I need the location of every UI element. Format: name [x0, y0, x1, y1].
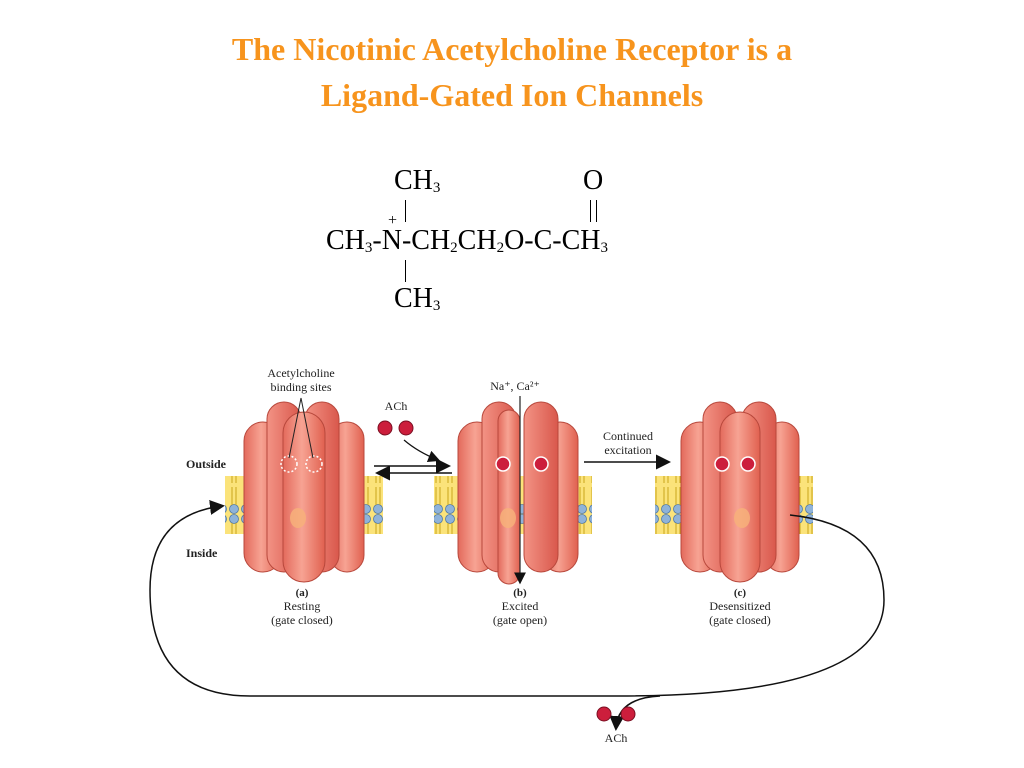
binding-site-pointer-2	[300, 397, 314, 459]
state-c-name: Desensitized	[709, 599, 770, 613]
continued-label-2: excitation	[604, 443, 651, 457]
formula-segment: CH	[457, 225, 497, 256]
ach-label-top: ACh	[385, 399, 408, 413]
receptor-resting	[243, 401, 365, 583]
ach-molecules-top	[377, 420, 414, 436]
state-a-name: Resting	[284, 599, 321, 613]
acetylcholine-formula: CH3 O + CH3-N-CH2CH2O-C-CH3 CH3	[0, 160, 1024, 320]
formula-top-methyl: CH3	[394, 165, 441, 197]
formula-subscript: 3	[364, 240, 373, 256]
formula-main-chain: CH3-N-CH2CH2O-C-CH3	[326, 226, 608, 263]
state-b-letter: (b)	[513, 587, 527, 599]
formula-bottom-methyl: CH3	[394, 283, 441, 315]
formula-segment: -N-CH	[372, 225, 451, 256]
formula-subscript: 2	[496, 240, 505, 256]
ach-molecules-bottom	[596, 706, 636, 722]
slide-title: The Nicotinic Acetylcholine Receptor is …	[0, 26, 1024, 118]
state-b-gate: (gate open)	[493, 613, 547, 627]
state-b-name: Excited	[502, 599, 539, 613]
inside-label: Inside	[186, 546, 218, 560]
continued-label-1: Continued	[603, 429, 653, 443]
formula-bond-top	[405, 200, 406, 222]
formula-carbonyl-oxygen: O	[583, 165, 604, 196]
binding-sites-label-1: Acetylcholine	[267, 366, 334, 380]
state-a-gate: (gate closed)	[271, 613, 333, 627]
formula-subscript: 2	[450, 240, 458, 256]
outside-label: Outside	[186, 457, 227, 471]
title-line-2: Ligand-Gated Ion Channels	[320, 77, 704, 113]
formula-subscript: 3	[600, 240, 609, 256]
ach-label-bottom: ACh	[605, 731, 628, 745]
formula-double-bond-b	[596, 200, 597, 222]
state-c-gate: (gate closed)	[709, 613, 771, 627]
state-a-letter: (a)	[296, 587, 309, 599]
formula-charge: +	[388, 212, 398, 229]
binding-site-pointer-1	[288, 397, 302, 459]
formula-segment: O-C-CH	[504, 225, 601, 256]
formula-segment: CH	[326, 225, 365, 256]
ach-release-arrow	[609, 695, 661, 731]
receptor-excited	[457, 401, 579, 585]
receptor-desensitized	[680, 401, 800, 583]
formula-double-bond-a	[590, 200, 591, 222]
ions-label: Na⁺, Ca²⁺	[490, 379, 540, 393]
title-line-1: The Nicotinic Acetylcholine Receptor is …	[231, 31, 793, 67]
binding-sites-label-2: binding sites	[270, 380, 331, 394]
receptor-cycle-diagram: Acetylcholine binding sites ACh Na⁺, Ca²…	[149, 366, 885, 745]
state-c-letter: (c)	[734, 587, 747, 599]
formula-bond-bottom	[405, 260, 406, 282]
ach-binding-arrow	[403, 439, 441, 463]
